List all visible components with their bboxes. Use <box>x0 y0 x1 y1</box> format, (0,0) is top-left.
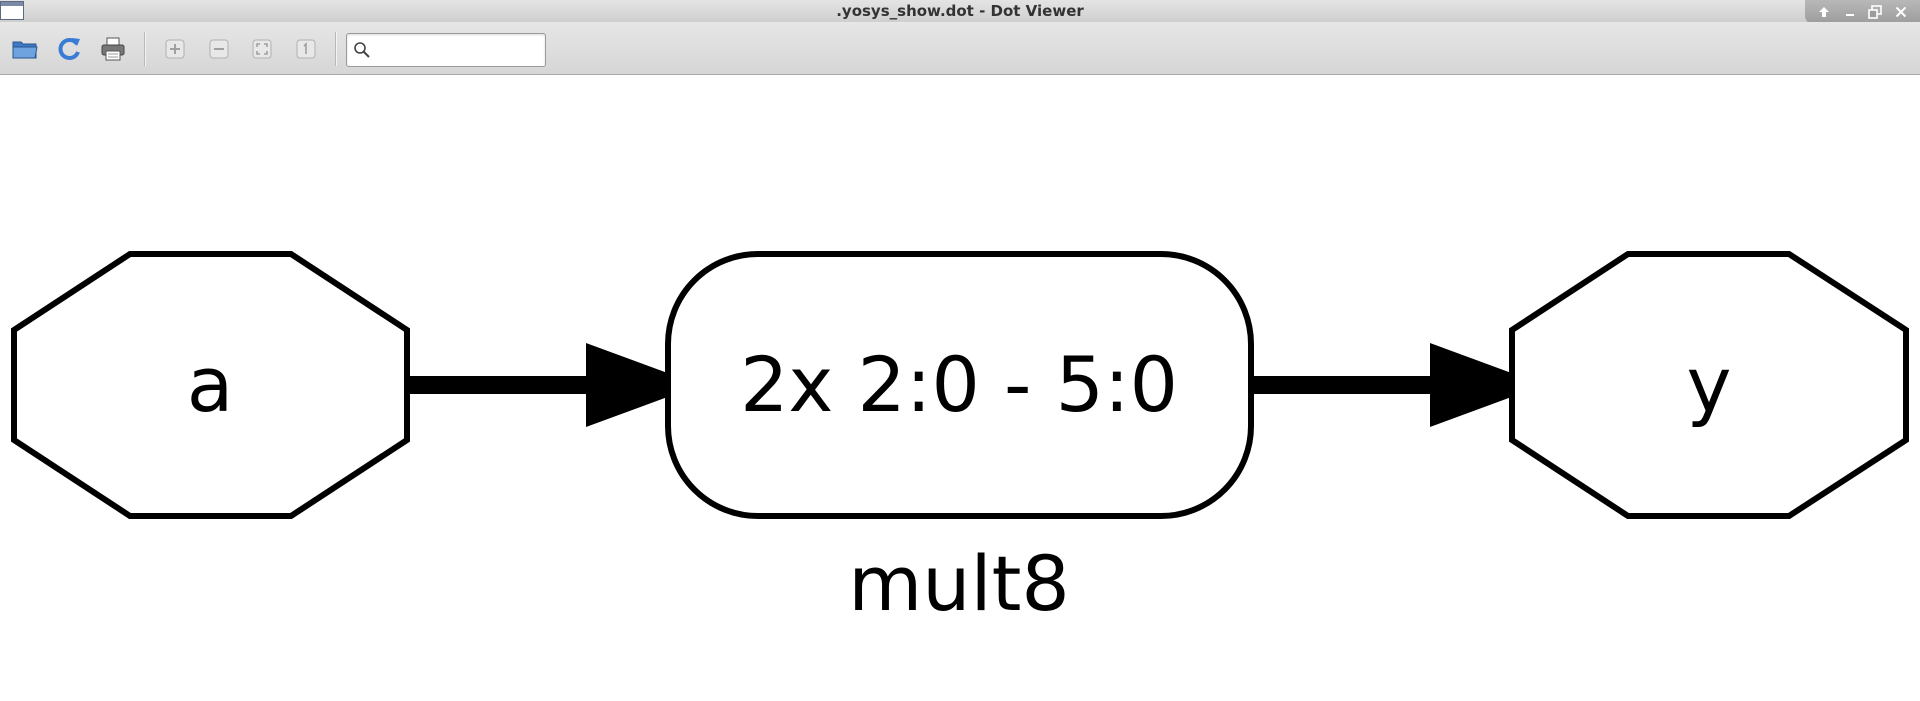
graph-canvas[interactable]: a 2x 2:0 - 5:0 y mult <box>0 76 1920 701</box>
reload-icon <box>58 38 80 60</box>
shade-button[interactable] <box>1814 3 1834 21</box>
minimize-icon <box>1845 14 1854 16</box>
zoom-out-button[interactable] <box>204 34 234 64</box>
node-label-y: y <box>1687 340 1732 429</box>
maximize-button[interactable] <box>1865 3 1885 21</box>
zoom-out-icon <box>209 39 229 59</box>
zoom-fit-icon <box>252 39 272 59</box>
minimize-button[interactable] <box>1840 3 1860 21</box>
zoom-fit-button[interactable] <box>247 34 277 64</box>
graph-node-cell[interactable]: 2x 2:0 - 5:0 <box>665 251 1254 519</box>
window-title: .yosys_show.dot - Dot Viewer <box>836 2 1084 20</box>
app-window-icon[interactable] <box>0 1 24 20</box>
zoom-100-icon <box>296 39 316 59</box>
node-label-cell: 2x 2:0 - 5:0 <box>740 340 1178 429</box>
toolbar <box>0 22 1920 75</box>
open-button[interactable] <box>10 34 40 64</box>
print-button[interactable] <box>98 34 128 64</box>
module-label: mult8 <box>848 539 1069 628</box>
toolbar-separator <box>144 32 145 66</box>
title-bar[interactable]: .yosys_show.dot - Dot Viewer <box>0 0 1920 24</box>
graph-edge-a-to-cell <box>407 343 700 427</box>
close-icon <box>1895 6 1907 18</box>
graph-svg: a 2x 2:0 - 5:0 y mult <box>11 251 1909 628</box>
restore-icon <box>1868 5 1883 19</box>
graph-edge-cell-to-y <box>1251 343 1544 427</box>
zoom-100-button[interactable] <box>291 34 321 64</box>
window-controls <box>1805 0 1920 24</box>
arrow-up-icon <box>1818 7 1829 17</box>
search-input[interactable] <box>375 36 543 64</box>
reload-button[interactable] <box>54 34 84 64</box>
graph-node-a[interactable]: a <box>11 251 410 519</box>
print-icon <box>101 37 125 61</box>
search-field[interactable] <box>346 33 546 67</box>
zoom-in-icon <box>165 39 185 59</box>
graph-node-y[interactable]: y <box>1509 251 1909 519</box>
zoom-in-button[interactable] <box>160 34 190 64</box>
close-button[interactable] <box>1891 3 1911 21</box>
folder-open-icon <box>12 41 38 59</box>
toolbar-separator <box>335 32 336 66</box>
node-label-a: a <box>187 340 234 429</box>
search-icon <box>354 42 370 58</box>
